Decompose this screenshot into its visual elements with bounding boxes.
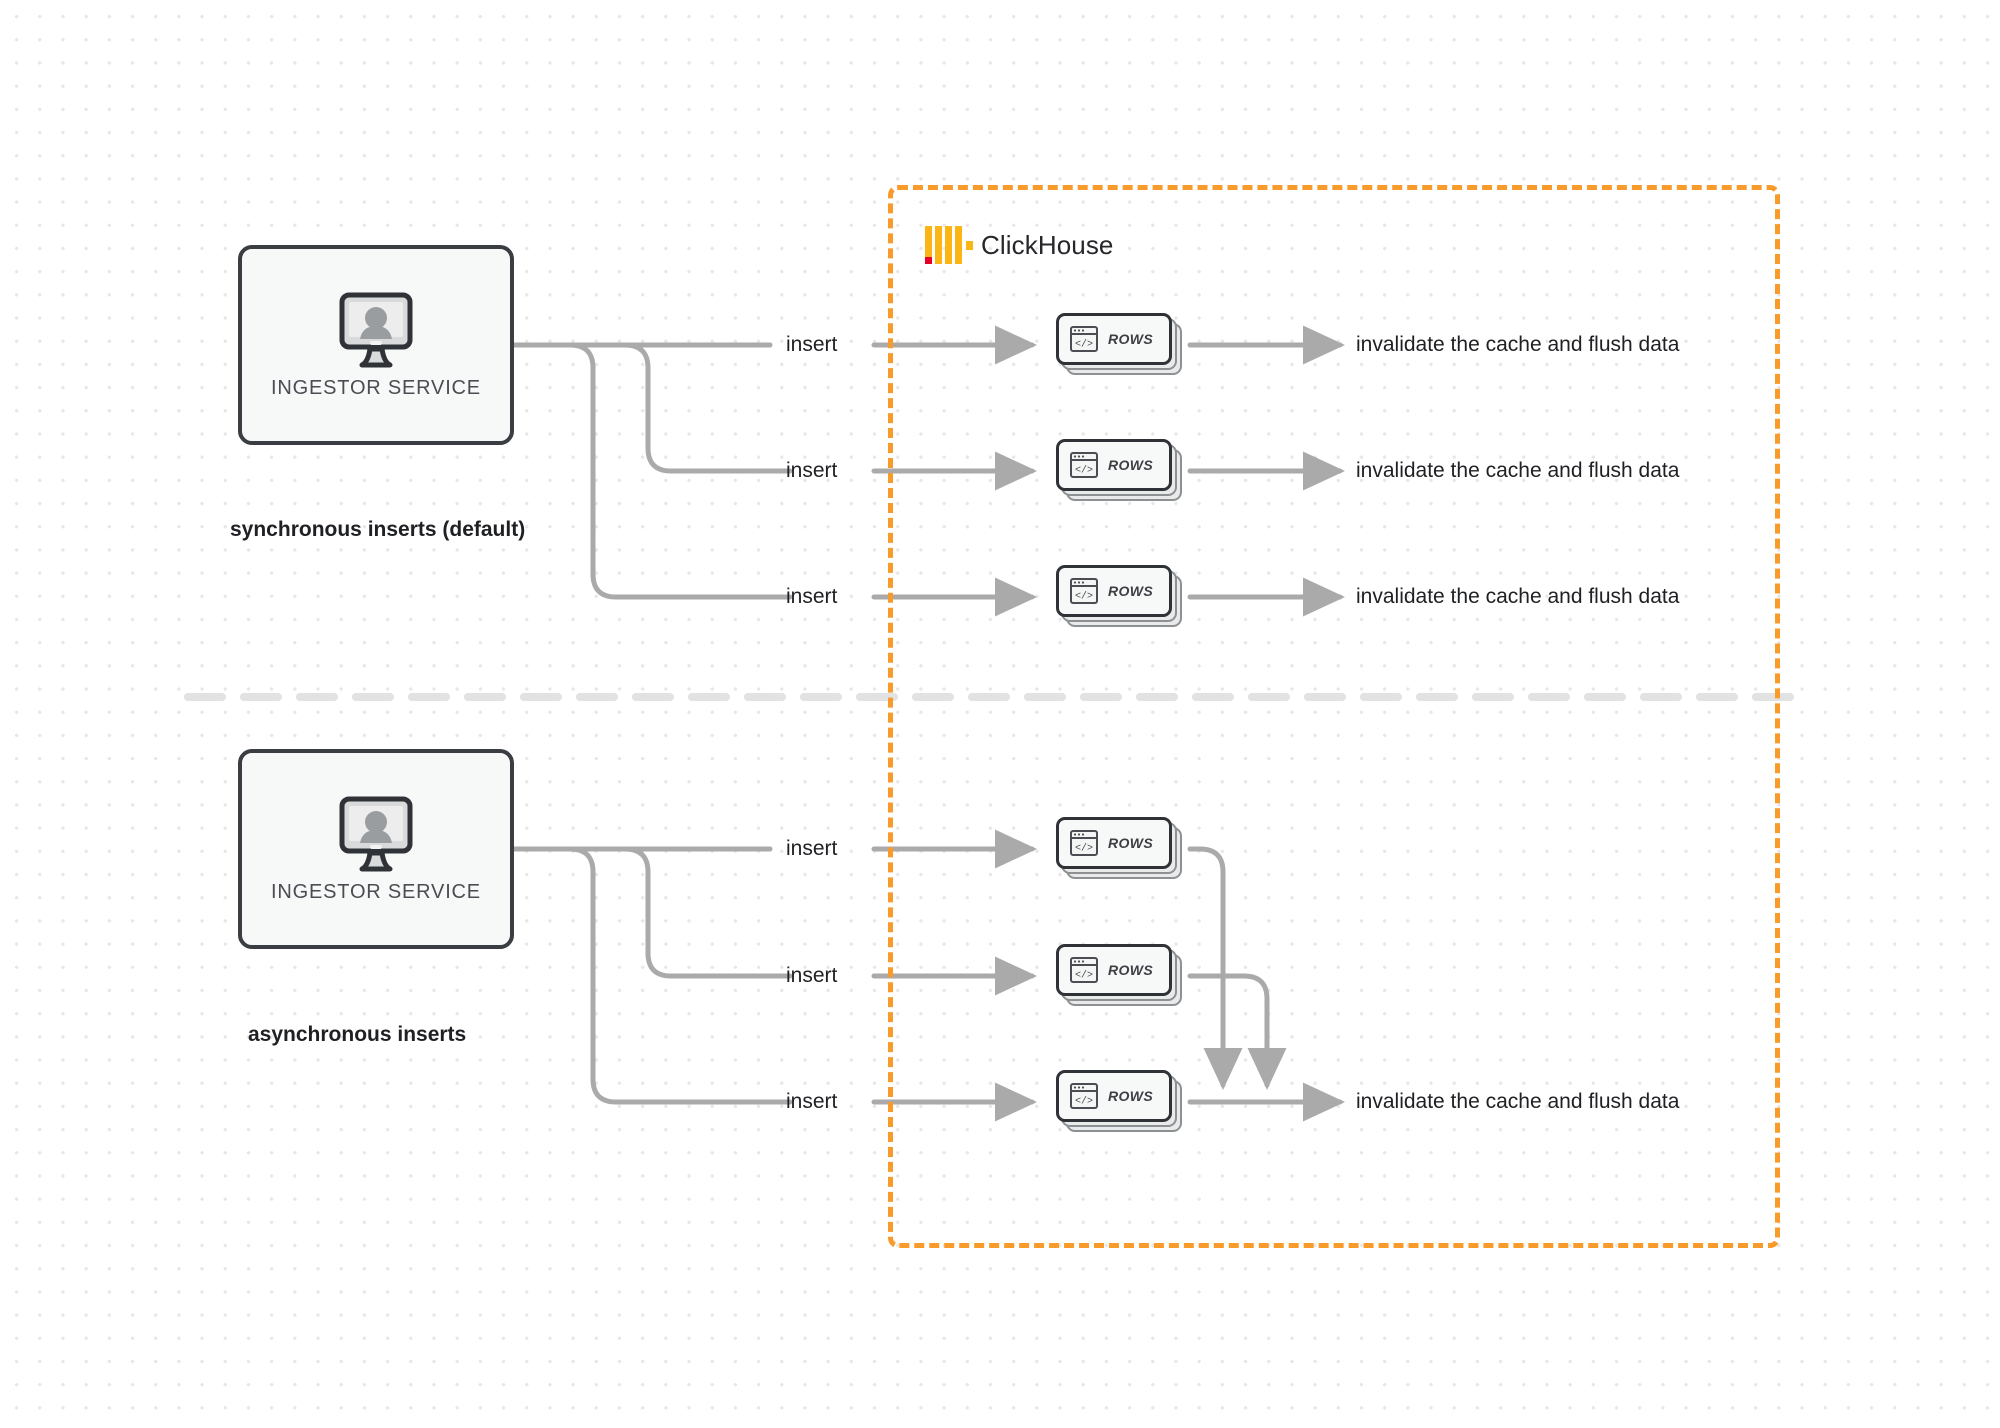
- code-window-icon: </>: [1070, 326, 1098, 352]
- svg-text:</>: </>: [1075, 1096, 1093, 1108]
- clickhouse-brand: ClickHouse: [925, 226, 1114, 264]
- section-caption-synchronous: synchronous inserts (default): [230, 518, 526, 541]
- result-label-sync-3: invalidate the cache and flush data: [1356, 585, 1680, 608]
- result-label-sync-1: invalidate the cache and flush data: [1356, 333, 1680, 356]
- code-window-icon: </>: [1070, 830, 1098, 856]
- clickhouse-label: ClickHouse: [981, 229, 1114, 260]
- rows-node-sync-3[interactable]: </> ROWS: [1056, 565, 1182, 627]
- rows-card-front: </> ROWS: [1056, 1070, 1172, 1122]
- monitor-user-icon: [339, 796, 413, 871]
- insert-label-sync-3: insert: [786, 585, 838, 608]
- rows-card-front: </> ROWS: [1056, 565, 1172, 617]
- result-label-async-merged: invalidate the cache and flush data: [1356, 1090, 1680, 1113]
- rows-card-front: </> ROWS: [1056, 944, 1172, 996]
- insert-label-async-3: insert: [786, 1090, 838, 1113]
- edge-async-branch-3: [511, 846, 793, 1105]
- code-window-icon: </>: [1070, 1083, 1098, 1109]
- edge-sync-branch-3: [511, 342, 793, 600]
- monitor-user-icon: [339, 292, 413, 367]
- code-window-icon: </>: [1070, 578, 1098, 604]
- insert-label-async-2: insert: [786, 964, 838, 987]
- svg-text:</>: </>: [1075, 465, 1093, 477]
- rows-label: ROWS: [1108, 835, 1154, 851]
- insert-label-sync-2: insert: [786, 459, 838, 482]
- rows-card-front: </> ROWS: [1056, 817, 1172, 869]
- clickhouse-logo-red-dot: [925, 257, 932, 264]
- section-caption-asynchronous: asynchronous inserts: [248, 1023, 467, 1046]
- clickhouse-boundary: [888, 185, 1780, 1248]
- rows-label: ROWS: [1108, 962, 1154, 978]
- ingestor-service-node-sync[interactable]: INGESTOR SERVICE: [238, 245, 514, 445]
- code-window-icon: </>: [1070, 452, 1098, 478]
- rows-node-async-1[interactable]: </> ROWS: [1056, 817, 1182, 879]
- edge-async-branch-2: [511, 846, 793, 979]
- rows-label: ROWS: [1108, 1088, 1154, 1104]
- svg-text:</>: </>: [1075, 970, 1093, 982]
- rows-card-front: </> ROWS: [1056, 313, 1172, 365]
- rows-label: ROWS: [1108, 583, 1154, 599]
- rows-node-sync-2[interactable]: </> ROWS: [1056, 439, 1182, 501]
- svg-text:</>: </>: [1075, 339, 1093, 351]
- code-window-icon: </>: [1070, 957, 1098, 983]
- ingestor-service-label-sync: INGESTOR SERVICE: [271, 376, 481, 399]
- rows-node-async-2[interactable]: </> ROWS: [1056, 944, 1182, 1006]
- ingestor-service-node-async[interactable]: INGESTOR SERVICE: [238, 749, 514, 949]
- clickhouse-logo: [925, 226, 973, 264]
- ingestor-service-label-async: INGESTOR SERVICE: [271, 880, 481, 903]
- rows-node-async-3[interactable]: </> ROWS: [1056, 1070, 1182, 1132]
- edge-sync-branch-2: [511, 342, 793, 474]
- rows-node-sync-1[interactable]: </> ROWS: [1056, 313, 1182, 375]
- insert-label-sync-1: insert: [786, 333, 838, 356]
- rows-label: ROWS: [1108, 457, 1154, 473]
- rows-card-front: </> ROWS: [1056, 439, 1172, 491]
- svg-text:</>: </>: [1075, 843, 1093, 855]
- rows-label: ROWS: [1108, 331, 1154, 347]
- svg-text:</>: </>: [1075, 591, 1093, 603]
- result-label-sync-2: invalidate the cache and flush data: [1356, 459, 1680, 482]
- insert-label-async-1: insert: [786, 837, 838, 860]
